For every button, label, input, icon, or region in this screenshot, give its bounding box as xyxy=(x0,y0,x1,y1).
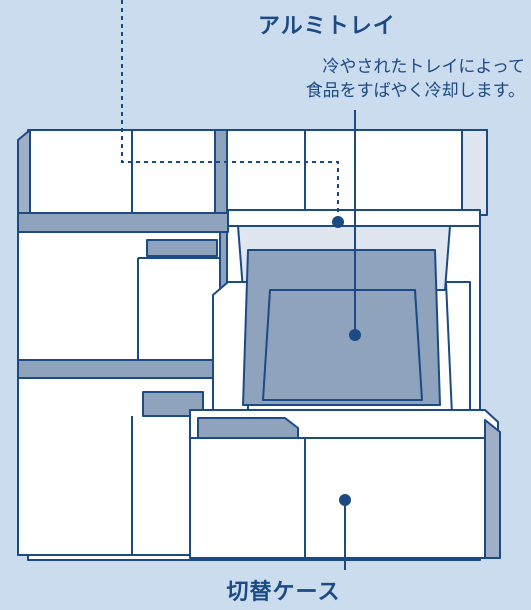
shelf-band-upper xyxy=(17,212,229,233)
aluminum-tray-inner xyxy=(262,289,423,401)
callout-dot-icon xyxy=(349,329,361,341)
fridge-top-right-bevel xyxy=(461,129,488,216)
switch-case-side-shadow xyxy=(484,419,501,559)
shelf-band-lower xyxy=(17,359,221,379)
description-line-2: 食品をすばやく冷却します。 xyxy=(305,81,525,101)
callout-dot-icon xyxy=(339,494,351,506)
callout-dot-icon xyxy=(332,216,344,228)
switch-case-label: 切替ケース xyxy=(226,580,341,605)
lower-left-drawer-handle xyxy=(142,391,204,417)
aluminum-tray-description: 冷やされたトレイによって 食品をすばやく冷却します。 xyxy=(210,55,525,103)
description-line-1: 冷やされたトレイによって xyxy=(322,57,525,77)
leader-line-left xyxy=(121,0,339,222)
aluminum-tray-label: アルミトレイ xyxy=(258,14,396,39)
middle-left-drawer-handle xyxy=(146,239,218,257)
switch-case-handle xyxy=(197,417,299,439)
